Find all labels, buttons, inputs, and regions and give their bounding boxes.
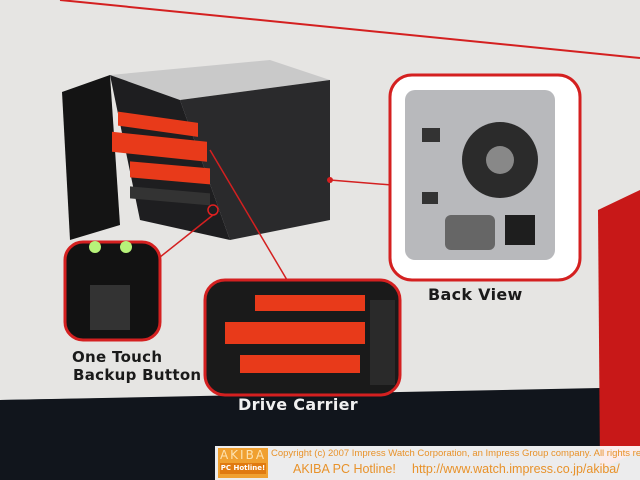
one-touch-label-line1: One Touch: [72, 348, 163, 366]
akiba-logo: AKIBA PC Hotline!: [218, 448, 268, 478]
drive-carrier-label: Drive Carrier: [238, 395, 358, 414]
watermark-footer: AKIBA PC Hotline! Copyright (c) 2007 Imp…: [215, 446, 640, 480]
red-accent-line: [59, 0, 640, 59]
back-view-label: Back View: [428, 285, 523, 304]
site-url[interactable]: http://www.watch.impress.co.jp/akiba/: [412, 462, 620, 476]
nas-device: [62, 60, 330, 240]
drive-carrier-callout: [203, 278, 402, 397]
site-name: AKIBA PC Hotline!: [293, 462, 396, 476]
red-box-edge: [598, 190, 640, 470]
logo-top-text: AKIBA: [219, 448, 267, 462]
back-view-callout: [388, 73, 582, 282]
copyright-text: Copyright (c) 2007 Impress Watch Corpora…: [271, 448, 640, 459]
one-touch-label-line2: Backup Button: [73, 366, 202, 384]
logo-bottom-text: PC Hotline!: [220, 463, 266, 474]
one-touch-callout: [63, 240, 162, 342]
